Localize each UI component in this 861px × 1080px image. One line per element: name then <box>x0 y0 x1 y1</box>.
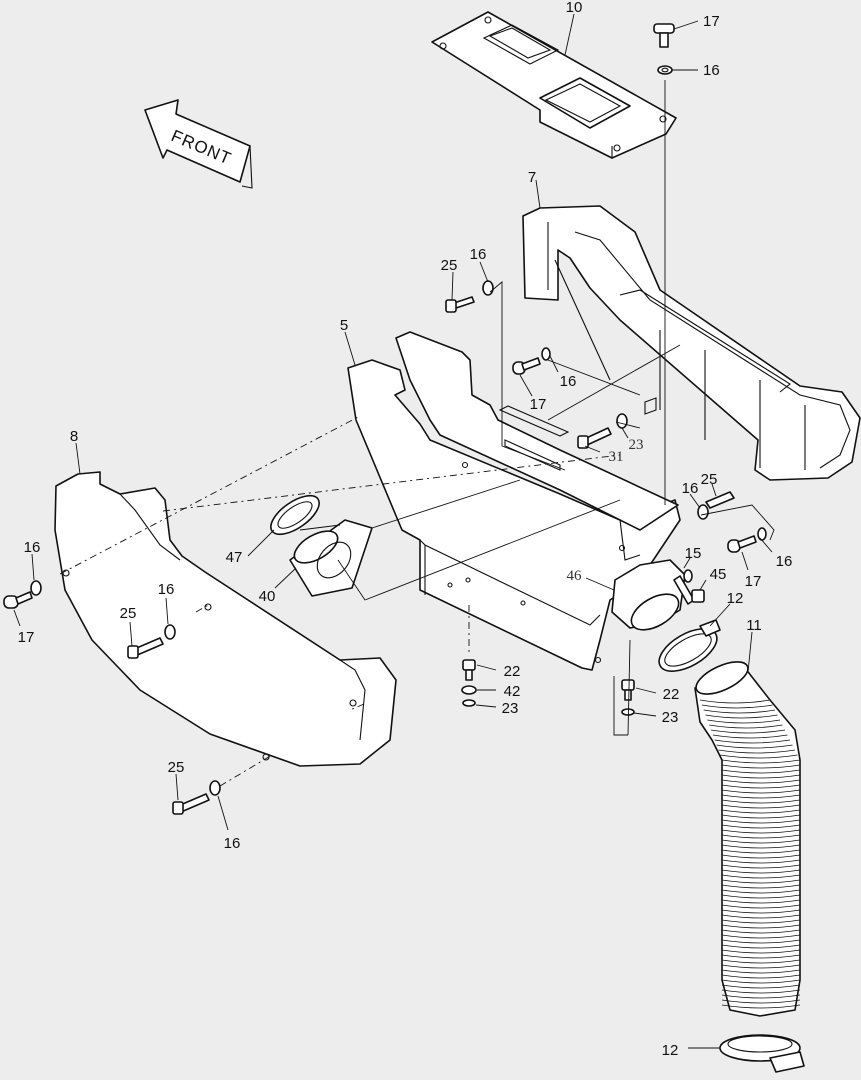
callout-11: 11 <box>746 617 762 634</box>
callout-17: 17 <box>745 573 762 590</box>
bolt-25-left <box>127 624 176 659</box>
bolt-25-right <box>697 491 735 520</box>
callout-16: 16 <box>224 835 241 852</box>
callout-5: 5 <box>340 317 348 334</box>
callout-22: 22 <box>504 663 521 680</box>
callout-25: 25 <box>701 471 718 488</box>
leader-lines <box>13 20 773 1049</box>
callout-labels: 10 17 16 7 25 16 5 16 17 23 31 8 16 25 4… <box>18 0 793 1059</box>
callout-17: 17 <box>530 396 547 413</box>
callout-15: 15 <box>685 545 702 562</box>
callout-12: 12 <box>662 1042 679 1059</box>
assembly-lines <box>59 80 775 787</box>
callout-23: 23 <box>629 437 644 453</box>
callout-10: 10 <box>566 0 583 16</box>
hose-clamp-upper-part-12 <box>658 619 721 672</box>
bolt-45 <box>673 575 705 605</box>
callout-40: 40 <box>259 588 276 605</box>
bolt-15 <box>683 569 693 583</box>
callout-45: 45 <box>710 566 727 583</box>
callout-42: 42 <box>504 683 521 700</box>
callout-46: 46 <box>567 568 583 584</box>
fastener-17-right <box>727 527 767 553</box>
callout-31: 31 <box>609 449 624 465</box>
callout-8: 8 <box>70 428 78 445</box>
callout-16: 16 <box>682 480 699 497</box>
duct-ring-part-47 <box>270 494 320 536</box>
callout-16: 16 <box>703 62 720 79</box>
callout-16: 16 <box>158 581 175 598</box>
duct-adapter-part-40 <box>289 519 373 597</box>
bolt-31 <box>577 413 628 449</box>
callout-17: 17 <box>703 13 720 30</box>
bolt-25-bottom <box>172 780 221 815</box>
callout-47: 47 <box>226 549 243 566</box>
fastener-17-left <box>3 580 42 609</box>
callout-7: 7 <box>528 169 536 186</box>
callout-12: 12 <box>727 590 744 607</box>
duct-housing-part-5 <box>344 331 686 671</box>
callout-25: 25 <box>120 605 137 622</box>
washer-16-upper <box>482 280 494 296</box>
hose-clamp-lower-part-12 <box>719 1034 805 1073</box>
bolt-25-upper <box>445 296 475 313</box>
side-rail-part-7 <box>522 179 861 481</box>
callout-22: 22 <box>663 686 680 703</box>
console-tray-part-10 <box>431 11 677 159</box>
hose-ribs <box>699 699 801 1009</box>
bolt-22-washer-23-right <box>621 679 635 716</box>
washer-16-top <box>657 65 673 75</box>
bolt-22-washers <box>461 659 477 707</box>
callout-17: 17 <box>18 629 35 646</box>
callout-16: 16 <box>470 246 487 263</box>
fastener-17-mid <box>512 347 551 375</box>
callout-23: 23 <box>662 709 679 726</box>
fastener-17-top <box>653 23 675 48</box>
callout-16: 16 <box>776 553 793 570</box>
callout-16: 16 <box>560 373 577 390</box>
callout-25: 25 <box>168 759 185 776</box>
side-panel-part-8 <box>54 442 397 767</box>
callout-23: 23 <box>502 700 519 717</box>
callout-25: 25 <box>441 257 458 274</box>
callout-16: 16 <box>24 539 41 556</box>
front-direction-arrow: FRONT <box>144 99 253 189</box>
flexible-hose-part-11 <box>694 661 801 1017</box>
